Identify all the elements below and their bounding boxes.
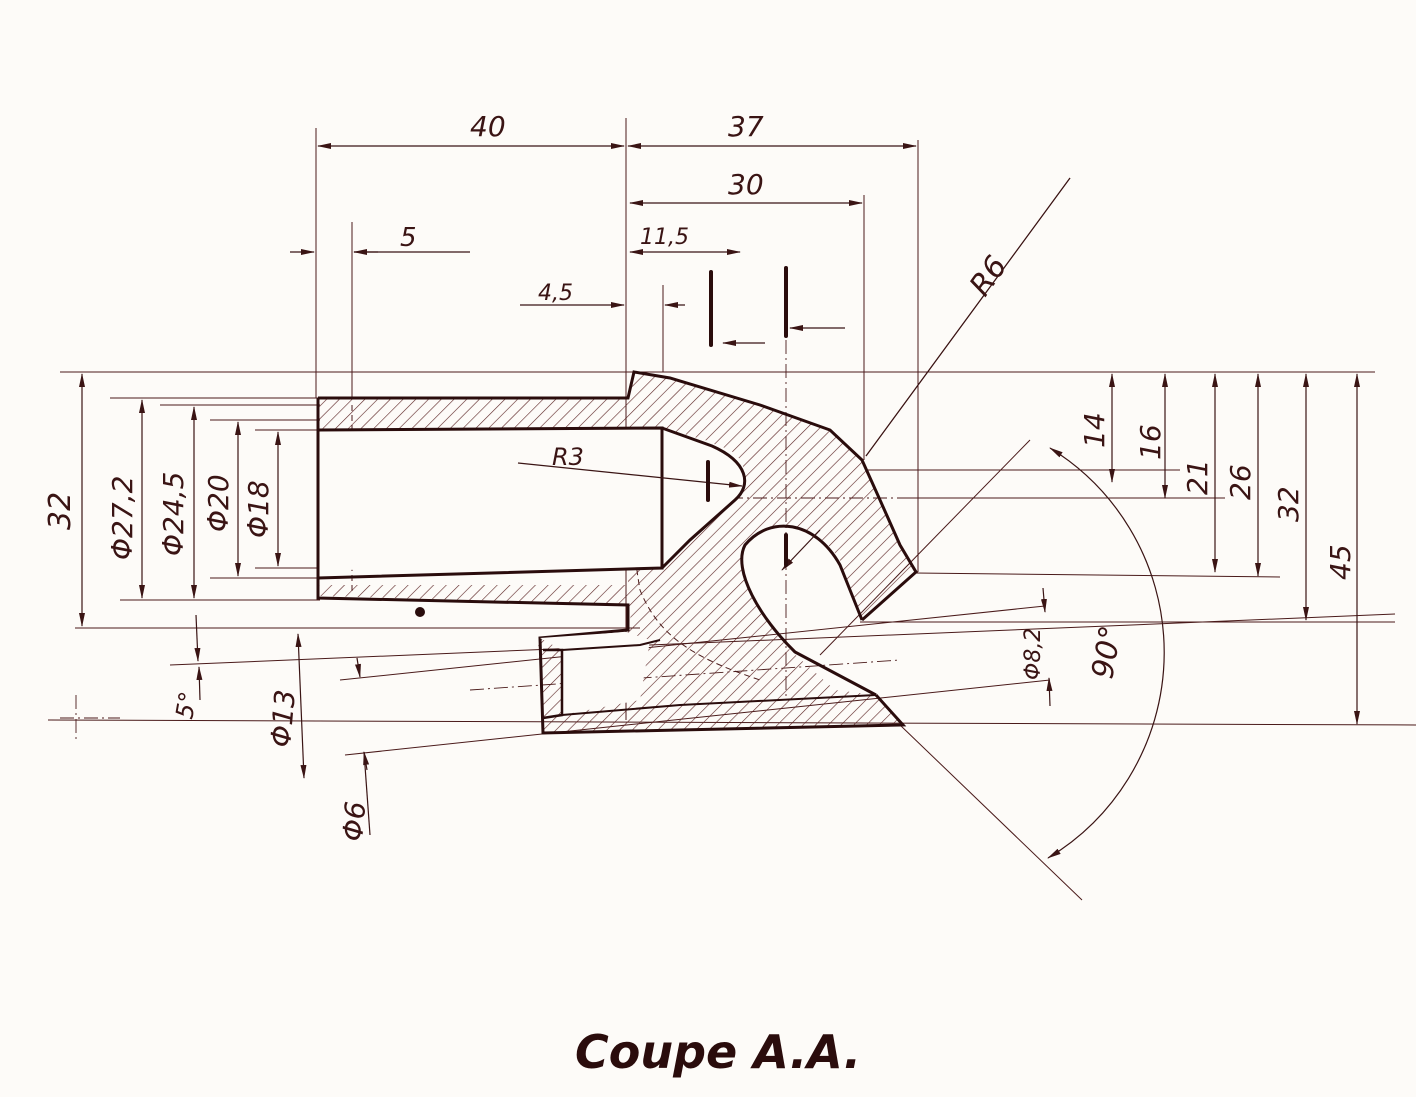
dim-11-5: 11,5 bbox=[640, 225, 689, 250]
dim-dia-13: Φ13 bbox=[264, 688, 302, 748]
dimension-texts: 40 37 30 5 11,5 4,5 R6 R3 32 Φ27,2 Φ24,5… bbox=[43, 110, 1357, 843]
dim-40: 40 bbox=[470, 110, 506, 143]
dim-right-32: 32 bbox=[1272, 486, 1305, 522]
dim-r6: R6 bbox=[963, 250, 1015, 303]
dim-30: 30 bbox=[728, 168, 764, 201]
dim-right-21: 21 bbox=[1181, 459, 1214, 495]
outer-outline bbox=[318, 370, 918, 622]
dim-r3: R3 bbox=[552, 443, 584, 471]
section-marks bbox=[706, 266, 788, 567]
dim-right-14: 14 bbox=[1078, 412, 1111, 448]
dim-angle-5: 5° bbox=[170, 689, 202, 721]
dim-angle-90: 90° bbox=[1085, 623, 1129, 681]
dimension-lines bbox=[79, 143, 1360, 859]
dim-dia-27-2: Φ27,2 bbox=[106, 476, 139, 560]
dim-dia-20: Φ20 bbox=[202, 474, 235, 532]
upper-wall-section bbox=[318, 372, 916, 733]
part-section bbox=[316, 370, 918, 735]
bore-interior bbox=[318, 428, 744, 570]
dim-5: 5 bbox=[400, 223, 417, 253]
dim-37: 37 bbox=[728, 110, 764, 143]
drawing-title: Coupe A.A. bbox=[575, 1025, 861, 1079]
lower-bore bbox=[540, 632, 650, 715]
dim-left-32: 32 bbox=[43, 492, 78, 530]
dim-dia-8-2: Φ8,2 bbox=[1021, 628, 1046, 680]
dim-right-26: 26 bbox=[1224, 464, 1257, 500]
hook-curve bbox=[740, 524, 877, 697]
dim-dia-24-5: Φ24,5 bbox=[157, 472, 190, 556]
dim-right-45: 45 bbox=[1324, 544, 1357, 580]
dim-right-16: 16 bbox=[1134, 424, 1167, 460]
dim-4-5: 4,5 bbox=[538, 281, 573, 306]
dim-dia-6: Φ6 bbox=[336, 800, 372, 843]
dim-dia-18: Φ18 bbox=[242, 480, 275, 538]
